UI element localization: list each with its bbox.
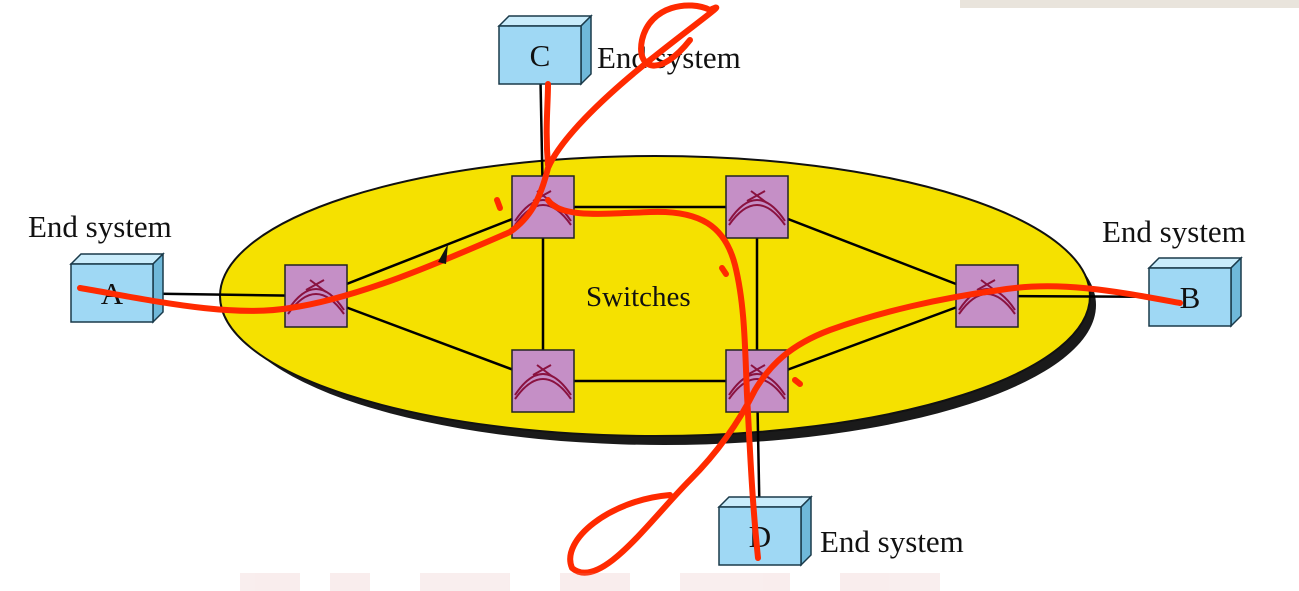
switch-s1 [284, 264, 348, 328]
switches-label: Switches [586, 281, 691, 313]
end-system-b: B [1147, 256, 1243, 328]
switch-s3 [725, 175, 789, 239]
watermark [240, 573, 940, 591]
end-system-d-caption: End system [820, 524, 964, 559]
end-system-b-caption: End system [1102, 214, 1246, 249]
end-system-c: C [497, 14, 593, 86]
end-system-b-letter: B [1180, 280, 1201, 315]
end-system-a: A [69, 252, 165, 324]
link-S1-S2 [315, 205, 544, 298]
arrowhead-mark [438, 244, 448, 264]
switch-s4 [511, 349, 575, 413]
end-system-d: D [717, 495, 813, 567]
end-system-layer: A B C D [69, 14, 1243, 567]
link-S5-S6 [756, 294, 988, 383]
hand-drawn-path-annotation [77, 2, 1183, 576]
link-S3-S6 [756, 205, 988, 298]
link-S1-S4 [315, 294, 544, 383]
end-system-a-caption: End system [28, 209, 172, 244]
top-banner-strip [960, 0, 1299, 8]
end-system-c-letter: C [530, 38, 551, 73]
